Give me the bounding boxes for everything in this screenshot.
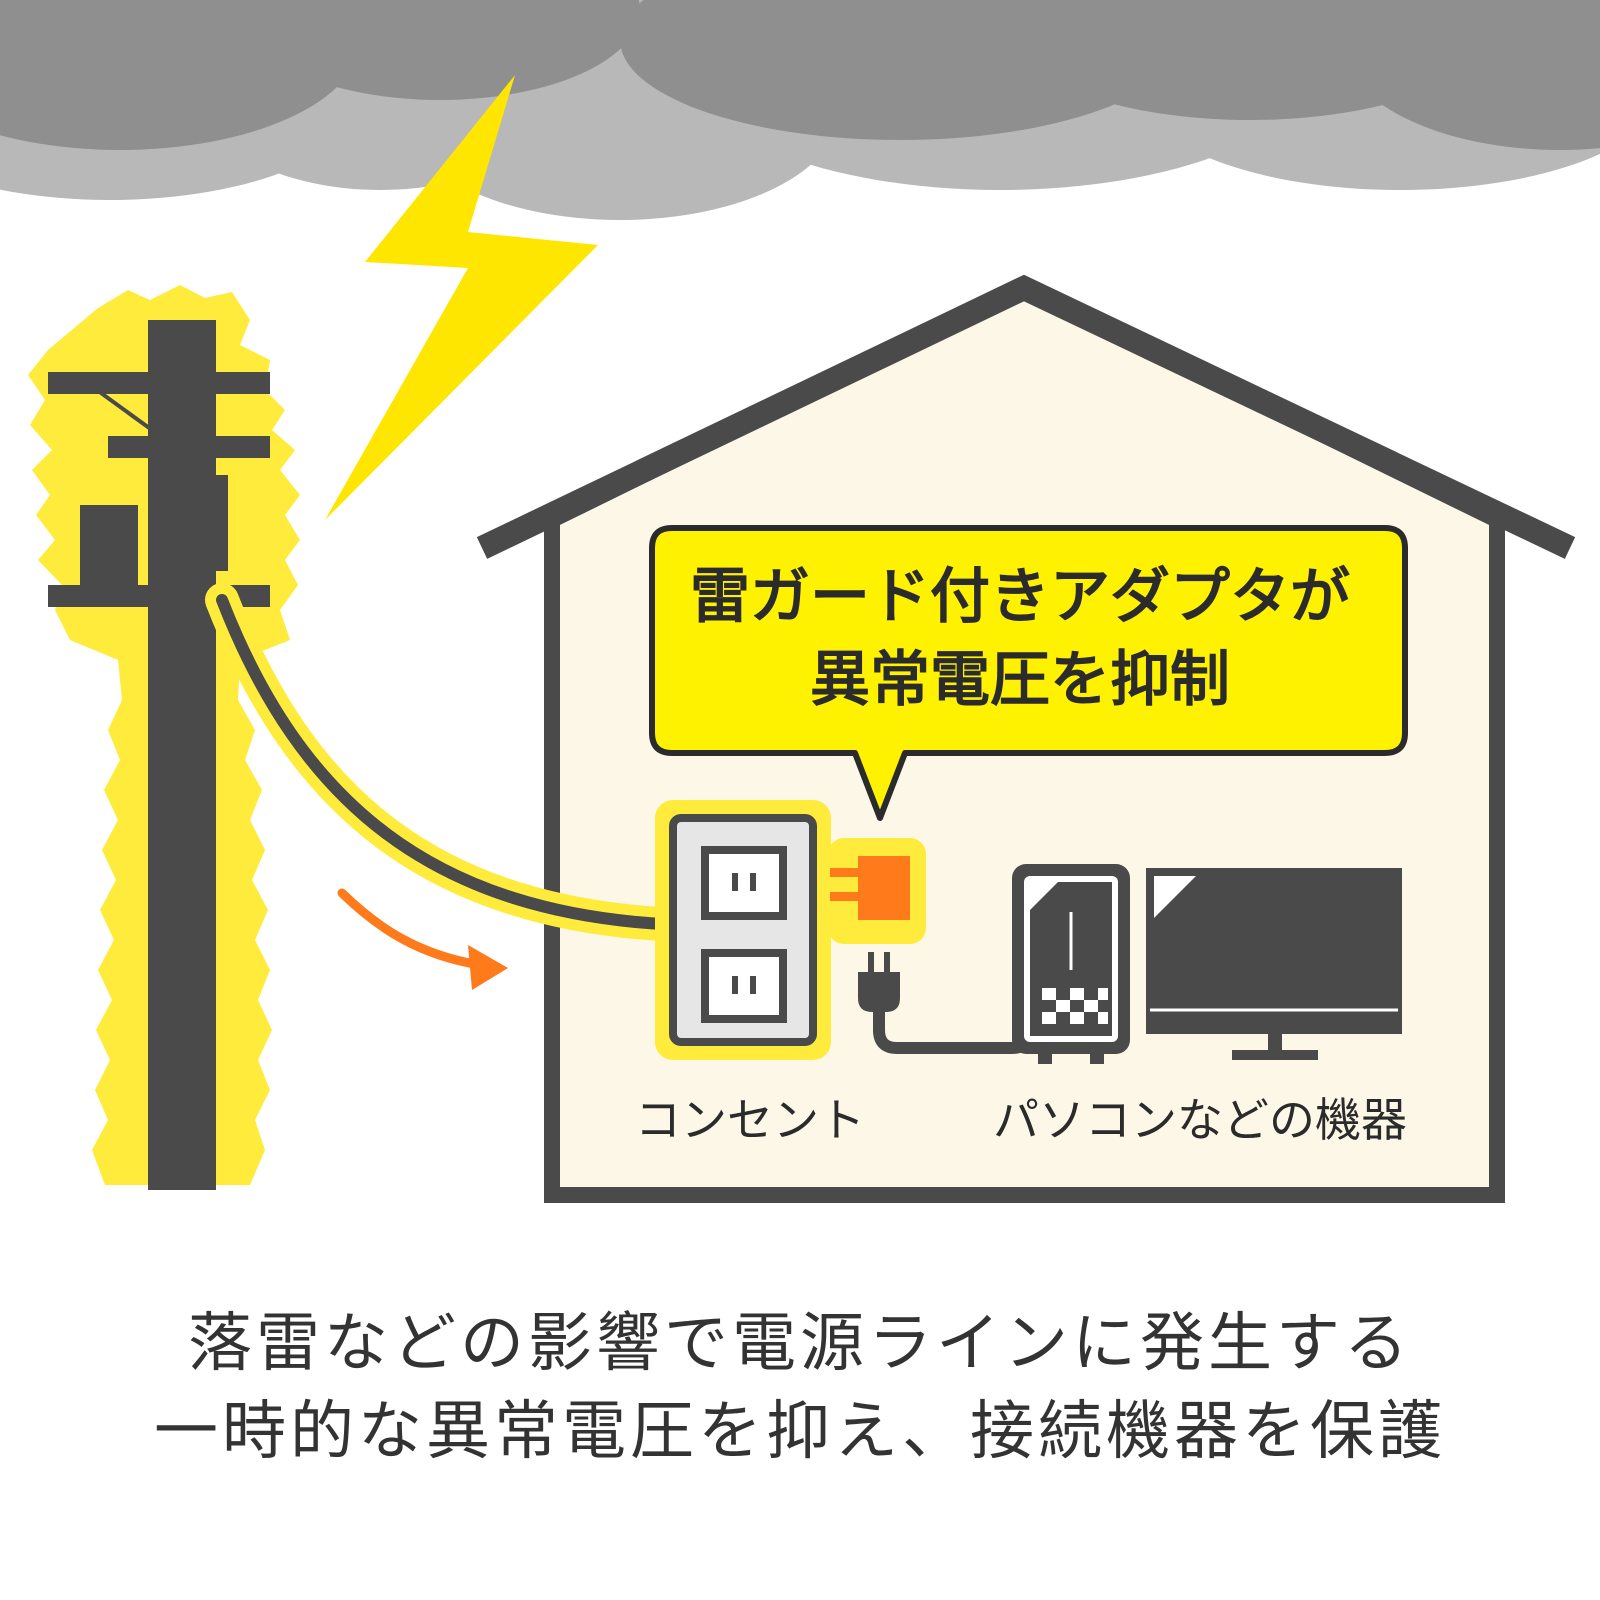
speech-bubble: 雷ガード付きアダプタが 異常電圧を抑制: [649, 525, 1408, 821]
devices-label: パソコンなどの機器: [993, 1093, 1407, 1147]
wall-outlet-icon: [655, 800, 831, 1060]
power-cable-core: [216, 594, 686, 931]
bubble-line-1: 雷ガード付きアダプタが: [690, 562, 1350, 632]
surge-arrow-icon: [337, 888, 508, 990]
monitor-icon: [1146, 868, 1402, 1060]
pc-tower-icon: [1012, 864, 1130, 1064]
caption: 落雷などの影響で電源ラインに発生する 一時的な異常電圧を抑え、接続機器を保護: [0, 1300, 1600, 1476]
surge-adapter-icon: [828, 838, 926, 944]
bubble-line-2: 異常電圧を抑制: [810, 645, 1230, 715]
caption-line-2: 一時的な異常電圧を抑え、接続機器を保護: [154, 1395, 1446, 1469]
storm-cloud-icon: [0, 0, 1600, 220]
lightning-bolt-icon: [325, 75, 598, 520]
outlet-label: コンセント: [635, 1093, 865, 1147]
caption-line-1: 落雷などの影響で電源ラインに発生する: [188, 1307, 1412, 1381]
utility-pole-icon: [28, 285, 300, 1190]
